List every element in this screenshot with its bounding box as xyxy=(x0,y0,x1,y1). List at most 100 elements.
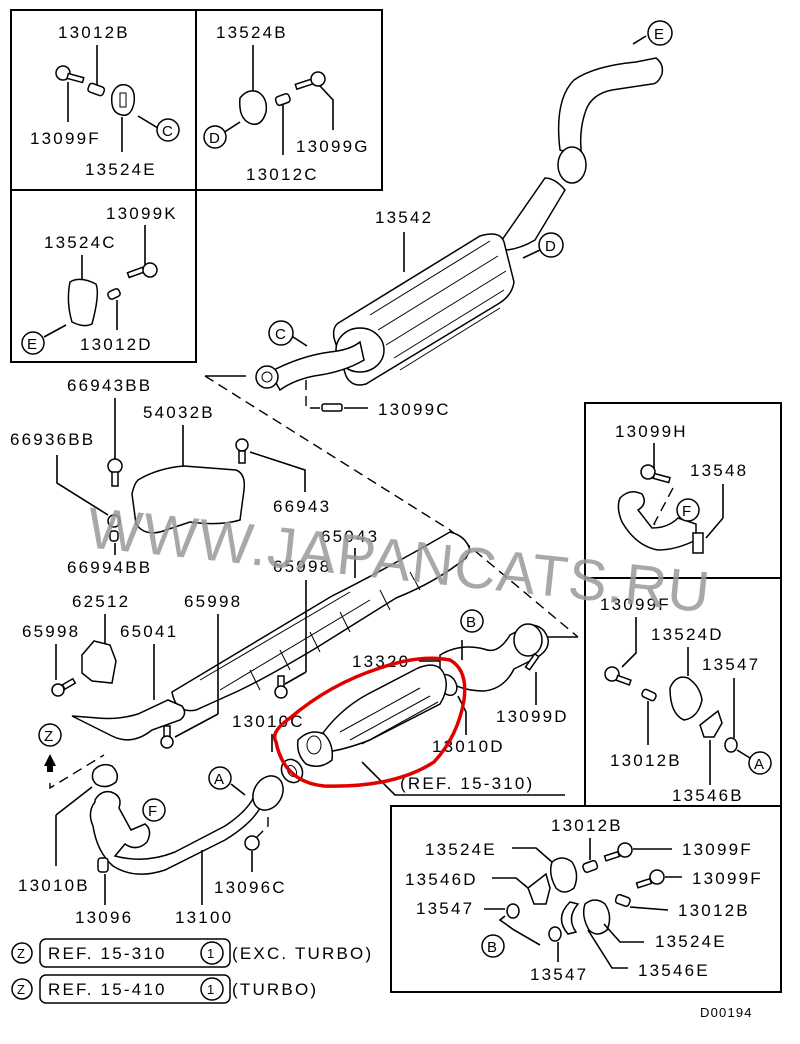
callout-circle xyxy=(21,331,45,355)
bolt-icon xyxy=(635,869,665,889)
bracket-icon xyxy=(67,278,99,327)
part-label[interactable]: 13096 xyxy=(75,908,133,927)
washer-icon xyxy=(506,903,520,919)
callout-label: D xyxy=(209,130,220,147)
inset-mid-left-frame xyxy=(10,189,197,363)
inset-box-frames xyxy=(10,9,782,993)
part-label[interactable]: 13542 xyxy=(375,208,433,227)
bolt-icon xyxy=(126,262,158,279)
part-label[interactable]: 13012B xyxy=(678,901,750,920)
part-label[interactable]: 65041 xyxy=(120,622,178,641)
bolt-icon xyxy=(294,71,326,91)
callout-label: B xyxy=(487,939,497,956)
catalytic-converter-group: 13320 B 13099D 13010D 13010C (REF. 15-31… xyxy=(232,609,569,796)
part-label[interactable]: 13099G xyxy=(296,137,370,156)
drawing-code: D00194 xyxy=(700,1005,753,1020)
part-label[interactable]: 13012B xyxy=(58,23,130,42)
hanger-bracket-icon xyxy=(699,709,723,738)
part-label[interactable]: 13320 xyxy=(352,652,410,671)
part-label[interactable]: 13547 xyxy=(416,899,474,918)
part-label[interactable]: 54032B xyxy=(143,403,215,422)
reference-text[interactable]: REF. 15-410 xyxy=(48,980,167,999)
callout-label: C xyxy=(162,123,173,140)
bolt-icon xyxy=(640,464,671,484)
callout-circle xyxy=(203,125,227,149)
part-label[interactable]: 65043 xyxy=(321,527,379,546)
part-label[interactable]: 13099D xyxy=(496,707,569,726)
rubber-mount-icon xyxy=(669,676,703,721)
part-label[interactable]: 13099H xyxy=(615,422,688,441)
part-label[interactable]: 13546D xyxy=(405,870,478,889)
part-label[interactable]: 13524E xyxy=(425,840,497,859)
reference-note: (TURBO) xyxy=(232,980,318,999)
part-label[interactable]: 13010C xyxy=(232,712,305,731)
callout-circle xyxy=(268,320,294,346)
part-label[interactable]: 65998 xyxy=(22,622,80,641)
assembly-guide-lines xyxy=(204,375,579,638)
part-label[interactable]: 13546B xyxy=(672,786,744,805)
part-label[interactable]: 13012C xyxy=(246,165,319,184)
part-label[interactable]: 13524E xyxy=(85,160,157,179)
cat-reference[interactable]: (REF. 15-310) xyxy=(400,774,534,793)
callout-label: A xyxy=(754,756,764,773)
part-label[interactable]: 13099F xyxy=(600,595,671,614)
spacer-icon xyxy=(107,288,121,300)
cat-flange-icon xyxy=(296,731,334,767)
part-label[interactable]: 65998 xyxy=(184,592,242,611)
part-label[interactable]: 13096C xyxy=(214,878,287,897)
part-label[interactable]: 13099K xyxy=(106,204,178,223)
part-label[interactable]: 13099F xyxy=(692,869,763,888)
part-label[interactable]: 66936BB xyxy=(10,430,95,449)
part-label[interactable]: 13012D xyxy=(80,335,153,354)
reference-text[interactable]: REF. 15-310 xyxy=(48,944,167,963)
part-label[interactable]: 13524C xyxy=(44,233,117,252)
hanger-bracket-icon xyxy=(527,872,551,905)
part-label[interactable]: 13546E xyxy=(638,961,710,980)
spacer-icon xyxy=(274,93,291,107)
flange-icon xyxy=(513,623,543,657)
screw-icon xyxy=(51,677,77,697)
ref-marker: Z xyxy=(17,946,26,961)
callout-circle xyxy=(647,20,673,46)
arrow-up-icon xyxy=(44,754,56,772)
part-label[interactable]: 13524D xyxy=(651,625,724,644)
part-label[interactable]: 66943BB xyxy=(67,376,152,395)
part-label[interactable]: 13524E xyxy=(655,932,727,951)
part-label[interactable]: 13012B xyxy=(551,816,623,835)
reference-index: 1 xyxy=(207,982,215,997)
reference-note: (EXC. TURBO) xyxy=(232,944,373,963)
part-label[interactable]: 13547 xyxy=(530,965,588,984)
callout-circle xyxy=(142,798,166,822)
inset-e-parts: 13099K 13524C 13012D E xyxy=(21,204,178,355)
ref-marker: Z xyxy=(17,982,26,997)
callout-circle xyxy=(38,723,62,747)
bolt-icon xyxy=(235,438,249,464)
part-label[interactable]: 13547 xyxy=(702,655,760,674)
reference-box xyxy=(39,938,231,968)
part-label[interactable]: 65998 xyxy=(273,557,331,576)
part-label[interactable]: 13099F xyxy=(30,129,101,148)
reference-row[interactable]: Z REF. 15-410 1 (TURBO) xyxy=(11,974,318,1004)
part-label[interactable]: 66994BB xyxy=(67,558,152,577)
hanger-bracket-icon xyxy=(560,901,580,935)
part-label[interactable]: 13099C xyxy=(378,400,451,419)
bolt-icon xyxy=(321,403,343,412)
reference-box xyxy=(39,974,231,1004)
part-label[interactable]: 13012B xyxy=(610,751,682,770)
part-label[interactable]: 13524B xyxy=(216,23,288,42)
index-circle xyxy=(200,977,224,1001)
callout-label: E xyxy=(27,336,37,353)
part-label[interactable]: 13548 xyxy=(690,461,748,480)
bolt-icon xyxy=(603,842,633,862)
front-pipe-icon xyxy=(89,785,266,875)
part-label[interactable]: 13010B xyxy=(18,876,90,895)
callout-circle xyxy=(460,609,484,633)
part-label[interactable]: 62512 xyxy=(72,592,130,611)
bolt-icon xyxy=(604,666,632,686)
part-label[interactable]: 66943 xyxy=(273,497,331,516)
callout-circle xyxy=(156,118,180,142)
part-label[interactable]: 13099F xyxy=(682,840,753,859)
part-label[interactable]: 13100 xyxy=(175,908,233,927)
reference-row[interactable]: Z REF. 15-310 1 (EXC. TURBO) xyxy=(11,938,373,968)
